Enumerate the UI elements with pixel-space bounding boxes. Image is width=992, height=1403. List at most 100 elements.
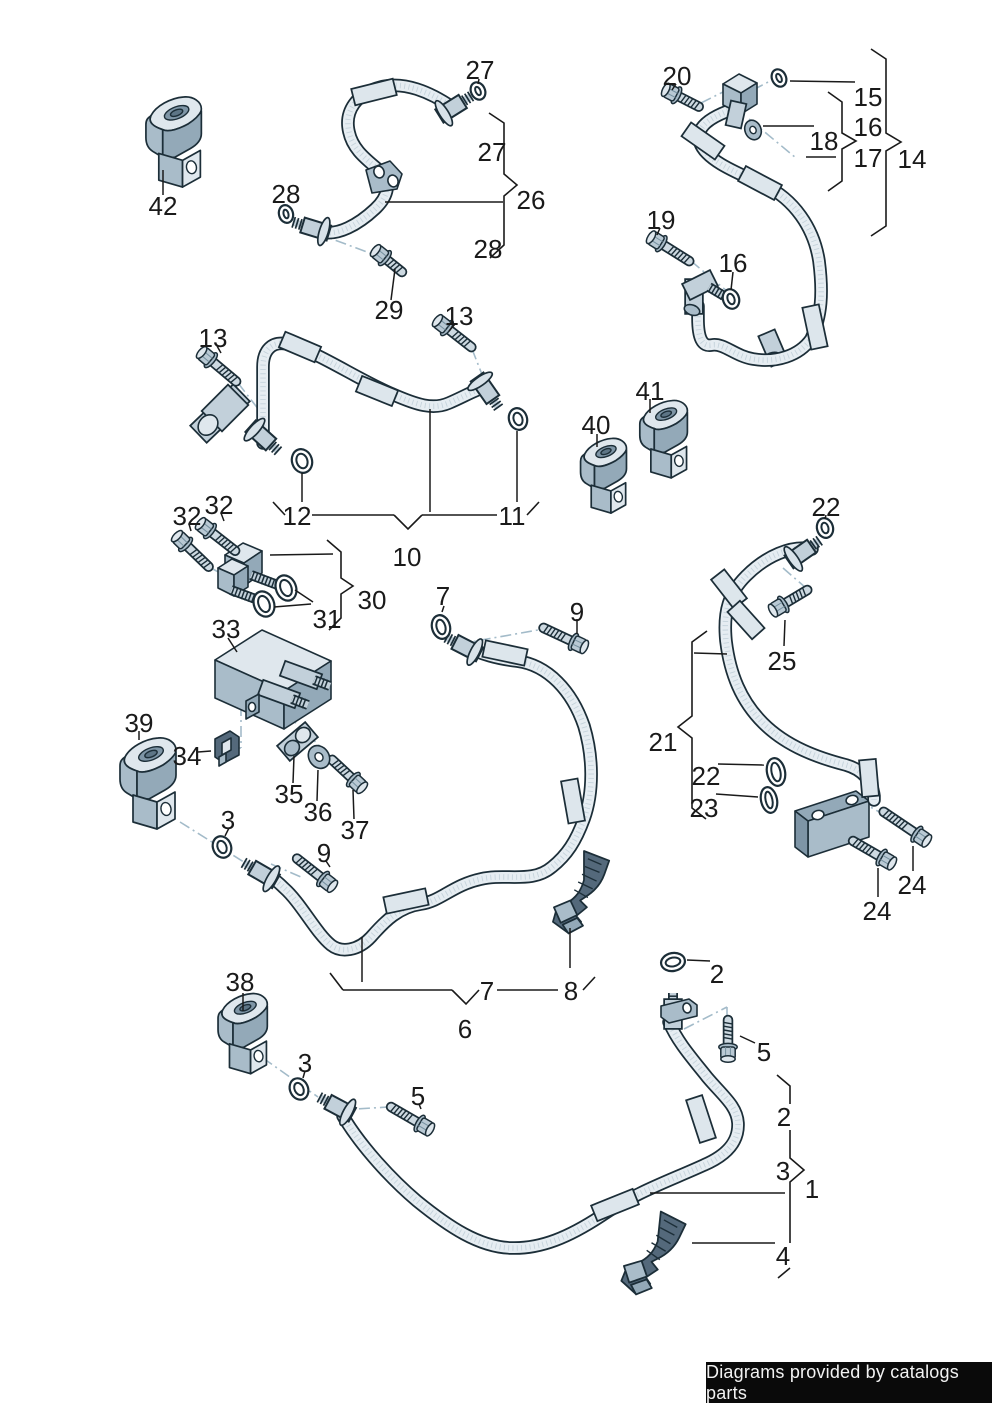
sensors bbox=[119, 96, 689, 1075]
washers bbox=[307, 119, 763, 770]
callout-14: 14 bbox=[898, 144, 927, 174]
callout-25: 25 bbox=[768, 646, 797, 676]
callout-5: 5 bbox=[757, 1037, 771, 1067]
callout-11: 11 bbox=[499, 501, 526, 531]
o-ring-15 bbox=[770, 68, 788, 88]
callout-7: 7 bbox=[480, 976, 494, 1006]
fitting-11 bbox=[467, 371, 504, 411]
callout-28: 28 bbox=[474, 234, 503, 264]
callout-32: 32 bbox=[173, 501, 202, 531]
sensor-38 bbox=[217, 992, 269, 1075]
callout-24: 24 bbox=[898, 870, 927, 900]
callout-10: 10 bbox=[393, 542, 422, 572]
bolt-5-left bbox=[385, 1101, 436, 1137]
sensor-41 bbox=[638, 399, 689, 479]
callout-22: 22 bbox=[692, 761, 721, 791]
callout-31: 31 bbox=[313, 604, 342, 634]
bolt-32-b bbox=[170, 529, 214, 572]
sensor-40 bbox=[579, 437, 628, 514]
callout-38: 38 bbox=[226, 967, 255, 997]
bolt-24-right bbox=[878, 806, 933, 848]
callout-37: 37 bbox=[341, 815, 370, 845]
valve-block-33 bbox=[214, 629, 332, 730]
bolt-9-lower bbox=[291, 853, 339, 894]
clamps bbox=[552, 850, 687, 1296]
o-ring-16 bbox=[721, 288, 741, 310]
fitting-12 bbox=[243, 417, 283, 456]
o-ring-3a bbox=[211, 835, 233, 859]
fitting-3a bbox=[240, 857, 282, 893]
callout-32: 32 bbox=[205, 490, 234, 520]
hose-6 bbox=[249, 637, 598, 957]
callout-4: 4 bbox=[776, 1241, 790, 1271]
bolt-13-left bbox=[195, 345, 242, 387]
o-ring-3b bbox=[288, 1077, 310, 1101]
bolt-29 bbox=[369, 243, 408, 278]
callout-13: 13 bbox=[199, 323, 228, 353]
fitting-22 bbox=[783, 535, 823, 572]
callout-7: 7 bbox=[436, 581, 450, 611]
callout-3: 3 bbox=[776, 1156, 790, 1186]
block-14-top bbox=[722, 73, 758, 130]
callout-3: 3 bbox=[298, 1048, 312, 1078]
fitting-27 bbox=[433, 91, 475, 127]
hose-21 bbox=[718, 541, 881, 807]
callout-27: 27 bbox=[466, 55, 495, 85]
leader-lines bbox=[138, 78, 914, 1244]
callout-42: 42 bbox=[149, 191, 178, 221]
o-ring-28 bbox=[277, 204, 295, 224]
callout-1: 1 bbox=[805, 1174, 819, 1204]
callout-5: 5 bbox=[411, 1081, 425, 1111]
fitting-7 bbox=[443, 632, 485, 666]
bolts bbox=[170, 82, 933, 1137]
callout-40: 40 bbox=[582, 410, 611, 440]
callout-8: 8 bbox=[564, 976, 578, 1006]
parts-over bbox=[188, 73, 758, 1030]
callout-21: 21 bbox=[649, 727, 678, 757]
o-ring-31a bbox=[274, 574, 298, 602]
callout-23: 23 bbox=[690, 793, 719, 823]
o-ring-22-top bbox=[815, 517, 835, 539]
callout-2: 2 bbox=[710, 959, 724, 989]
callout-39: 39 bbox=[125, 708, 154, 738]
callout-9: 9 bbox=[570, 597, 584, 627]
sensor-39 bbox=[119, 737, 177, 830]
callout-36: 36 bbox=[304, 797, 333, 827]
callout-18: 18 bbox=[810, 126, 839, 156]
bolt-20 bbox=[660, 82, 704, 112]
callout-3: 3 bbox=[221, 805, 235, 835]
grouping-braces bbox=[272, 48, 903, 1279]
pipe-1 bbox=[336, 1015, 745, 1255]
bolt-37 bbox=[326, 754, 369, 795]
callout-20: 20 bbox=[663, 61, 692, 91]
bolt-19 bbox=[645, 230, 695, 267]
callout-15: 15 bbox=[854, 82, 883, 112]
bolt-13-right bbox=[431, 313, 477, 353]
hose-sleeves bbox=[277, 77, 880, 1223]
socket-13 bbox=[188, 382, 252, 445]
clamp-8 bbox=[552, 850, 611, 935]
callout-33: 33 bbox=[212, 614, 241, 644]
o-ring-11 bbox=[507, 407, 529, 431]
washer-16 bbox=[743, 119, 763, 141]
bolt-24-bottom bbox=[847, 835, 898, 871]
callout-22: 22 bbox=[812, 492, 841, 522]
fitting-28 bbox=[291, 216, 333, 247]
callout-9: 9 bbox=[317, 838, 331, 868]
callout-26: 26 bbox=[517, 185, 546, 215]
callout-27: 27 bbox=[478, 137, 507, 167]
callout-24: 24 bbox=[863, 896, 892, 926]
o-rings bbox=[211, 68, 835, 1101]
callout-2: 2 bbox=[777, 1102, 791, 1132]
callout-16: 16 bbox=[719, 248, 748, 278]
washer-36 bbox=[307, 744, 331, 770]
o-ring-7 bbox=[430, 614, 452, 640]
bolt-9-upper bbox=[538, 622, 590, 655]
callout-34: 34 bbox=[173, 741, 202, 771]
o-ring-31b bbox=[252, 590, 276, 618]
clamp-4 bbox=[620, 1210, 687, 1296]
hose-clip-26 bbox=[365, 160, 403, 194]
